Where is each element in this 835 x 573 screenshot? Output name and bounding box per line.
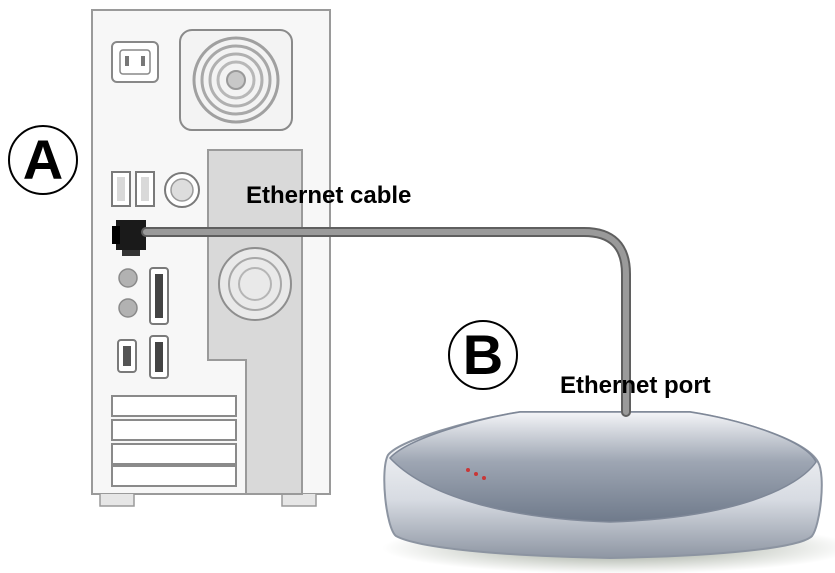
audio-jack-icon: [118, 298, 138, 318]
marker-a-badge: A: [8, 125, 78, 195]
ps2-port-icon: [164, 172, 200, 208]
ethernet-jack-icon: [112, 220, 146, 256]
router: [382, 411, 835, 573]
marker-b-letter: B: [462, 323, 504, 386]
ethernet-cable: [141, 227, 631, 417]
marker-b-badge: B: [448, 320, 518, 390]
ethernet-port-label: Ethernet port: [560, 372, 711, 399]
computer-tower: [91, 9, 331, 507]
usb-ports-icon: [111, 171, 155, 207]
ethernet-cable-label: Ethernet cable: [246, 182, 412, 209]
expansion-slots: [111, 395, 237, 487]
firewire-port-icon: [117, 335, 169, 379]
display-port-icon: [149, 267, 169, 325]
fan-grille-icon: [179, 29, 293, 131]
power-connector-icon: [111, 41, 159, 83]
audio-jack-icon: [118, 268, 138, 288]
marker-a-letter: A: [22, 128, 64, 191]
audio-port-icon: [218, 247, 292, 321]
